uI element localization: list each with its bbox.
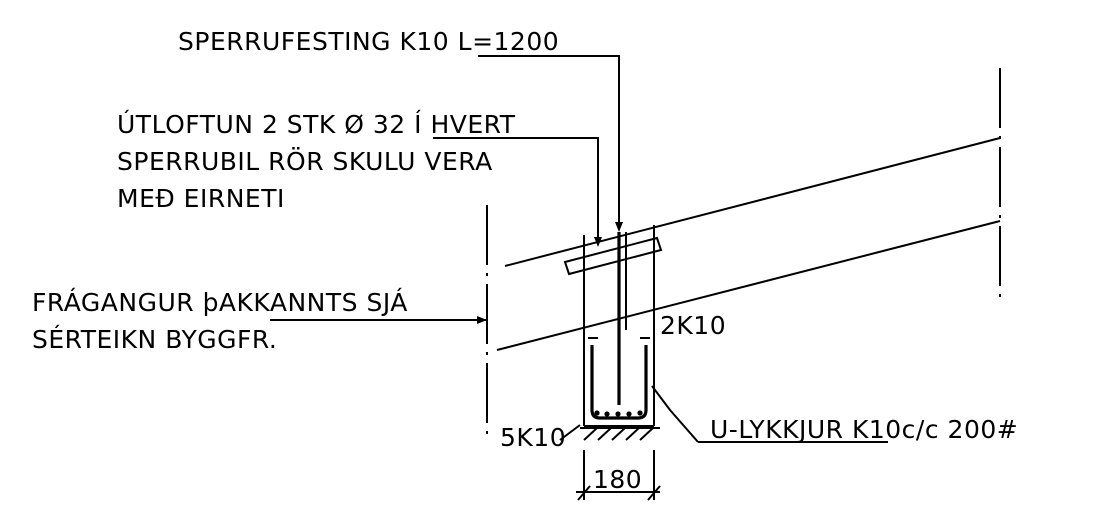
vent-pipe [563, 236, 663, 276]
roof-top-line [504, 137, 1001, 267]
label-fragangur-line1: FRÁGANGUR þAKKANNTS SJÁ [32, 288, 408, 317]
label-dimension: 180 [593, 465, 642, 494]
label-rebar-bottom: 5K10 [500, 423, 566, 452]
leaders [270, 55, 888, 443]
rebar-dots [594, 410, 643, 417]
roof-bottom-line [496, 220, 1001, 351]
beam-section [583, 225, 655, 427]
arrow-head-utloftun [594, 237, 602, 247]
arrow-head-fragangur [477, 316, 487, 324]
label-fragangur-line2: SÉRTEIKN BYGGFR. [32, 325, 277, 354]
label-utloftun-line1: ÚTLOFTUN 2 STK Ø 32 Í HVERT [117, 109, 516, 139]
base-hatching [580, 427, 660, 441]
label-utloftun-line3: MEÐ EIRNETI [117, 184, 285, 213]
dimension-line [576, 450, 661, 501]
arrow-head-sperrufesting [615, 222, 623, 232]
label-stirrups: U-LYKKJUR K10c/c 200# [710, 415, 1018, 444]
u-stirrup [590, 345, 648, 420]
label-utloftun-line2: SPERRUBIL RÖR SKULU VERA [117, 147, 493, 176]
label-rebar-top: 2K10 [660, 311, 726, 340]
label-sperrufesting: SPERRUFESTING K10 L=1200 [178, 27, 559, 56]
